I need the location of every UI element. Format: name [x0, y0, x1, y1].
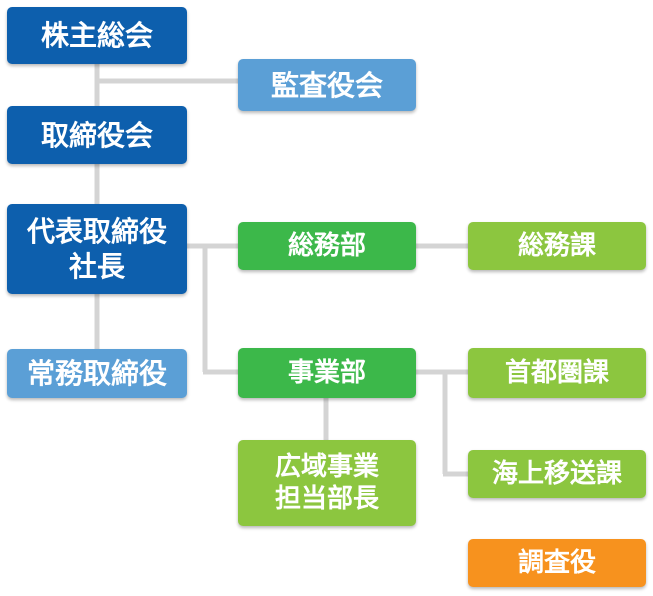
president-box: 代表取締役 社長: [7, 204, 187, 294]
business-dept-box: 事業部: [238, 348, 416, 398]
regional-business-manager-line1: 広域事業: [274, 451, 379, 482]
metropolitan-section-box: 首都圏課: [468, 348, 646, 398]
general-affairs-dept-box: 総務部: [238, 222, 416, 270]
regional-business-manager-box: 広域事業 担当部長: [238, 440, 416, 526]
general-affairs-section-box: 総務課: [468, 222, 646, 270]
business-dept-label: 事業部: [287, 357, 366, 388]
regional-business-manager-line2: 担当部長: [274, 484, 379, 514]
shareholders-meeting-box: 株主総会: [7, 7, 187, 64]
audit-board-box: 監査役会: [238, 59, 416, 111]
general-affairs-dept-label: 総務部: [287, 230, 366, 261]
investigator-label: 調査役: [517, 547, 596, 578]
metropolitan-section-label: 首都圏課: [504, 357, 609, 388]
general-affairs-section-label: 総務課: [517, 230, 596, 261]
overseas-transfer-section-box: 海上移送課: [468, 450, 646, 498]
president-label-line1: 代表取締役: [26, 215, 167, 248]
managing-director-label: 常務取締役: [26, 357, 167, 390]
shareholders-meeting-label: 株主総会: [40, 19, 153, 52]
managing-director-box: 常務取締役: [7, 349, 187, 398]
overseas-transfer-section-label: 海上移送課: [491, 458, 622, 489]
president-label-line2: 社長: [68, 250, 125, 283]
investigator-box: 調査役: [468, 539, 646, 587]
audit-board-label: 監査役会: [270, 68, 383, 102]
board-of-directors-box: 取締役会: [7, 106, 187, 164]
board-of-directors-label: 取締役会: [40, 118, 153, 152]
